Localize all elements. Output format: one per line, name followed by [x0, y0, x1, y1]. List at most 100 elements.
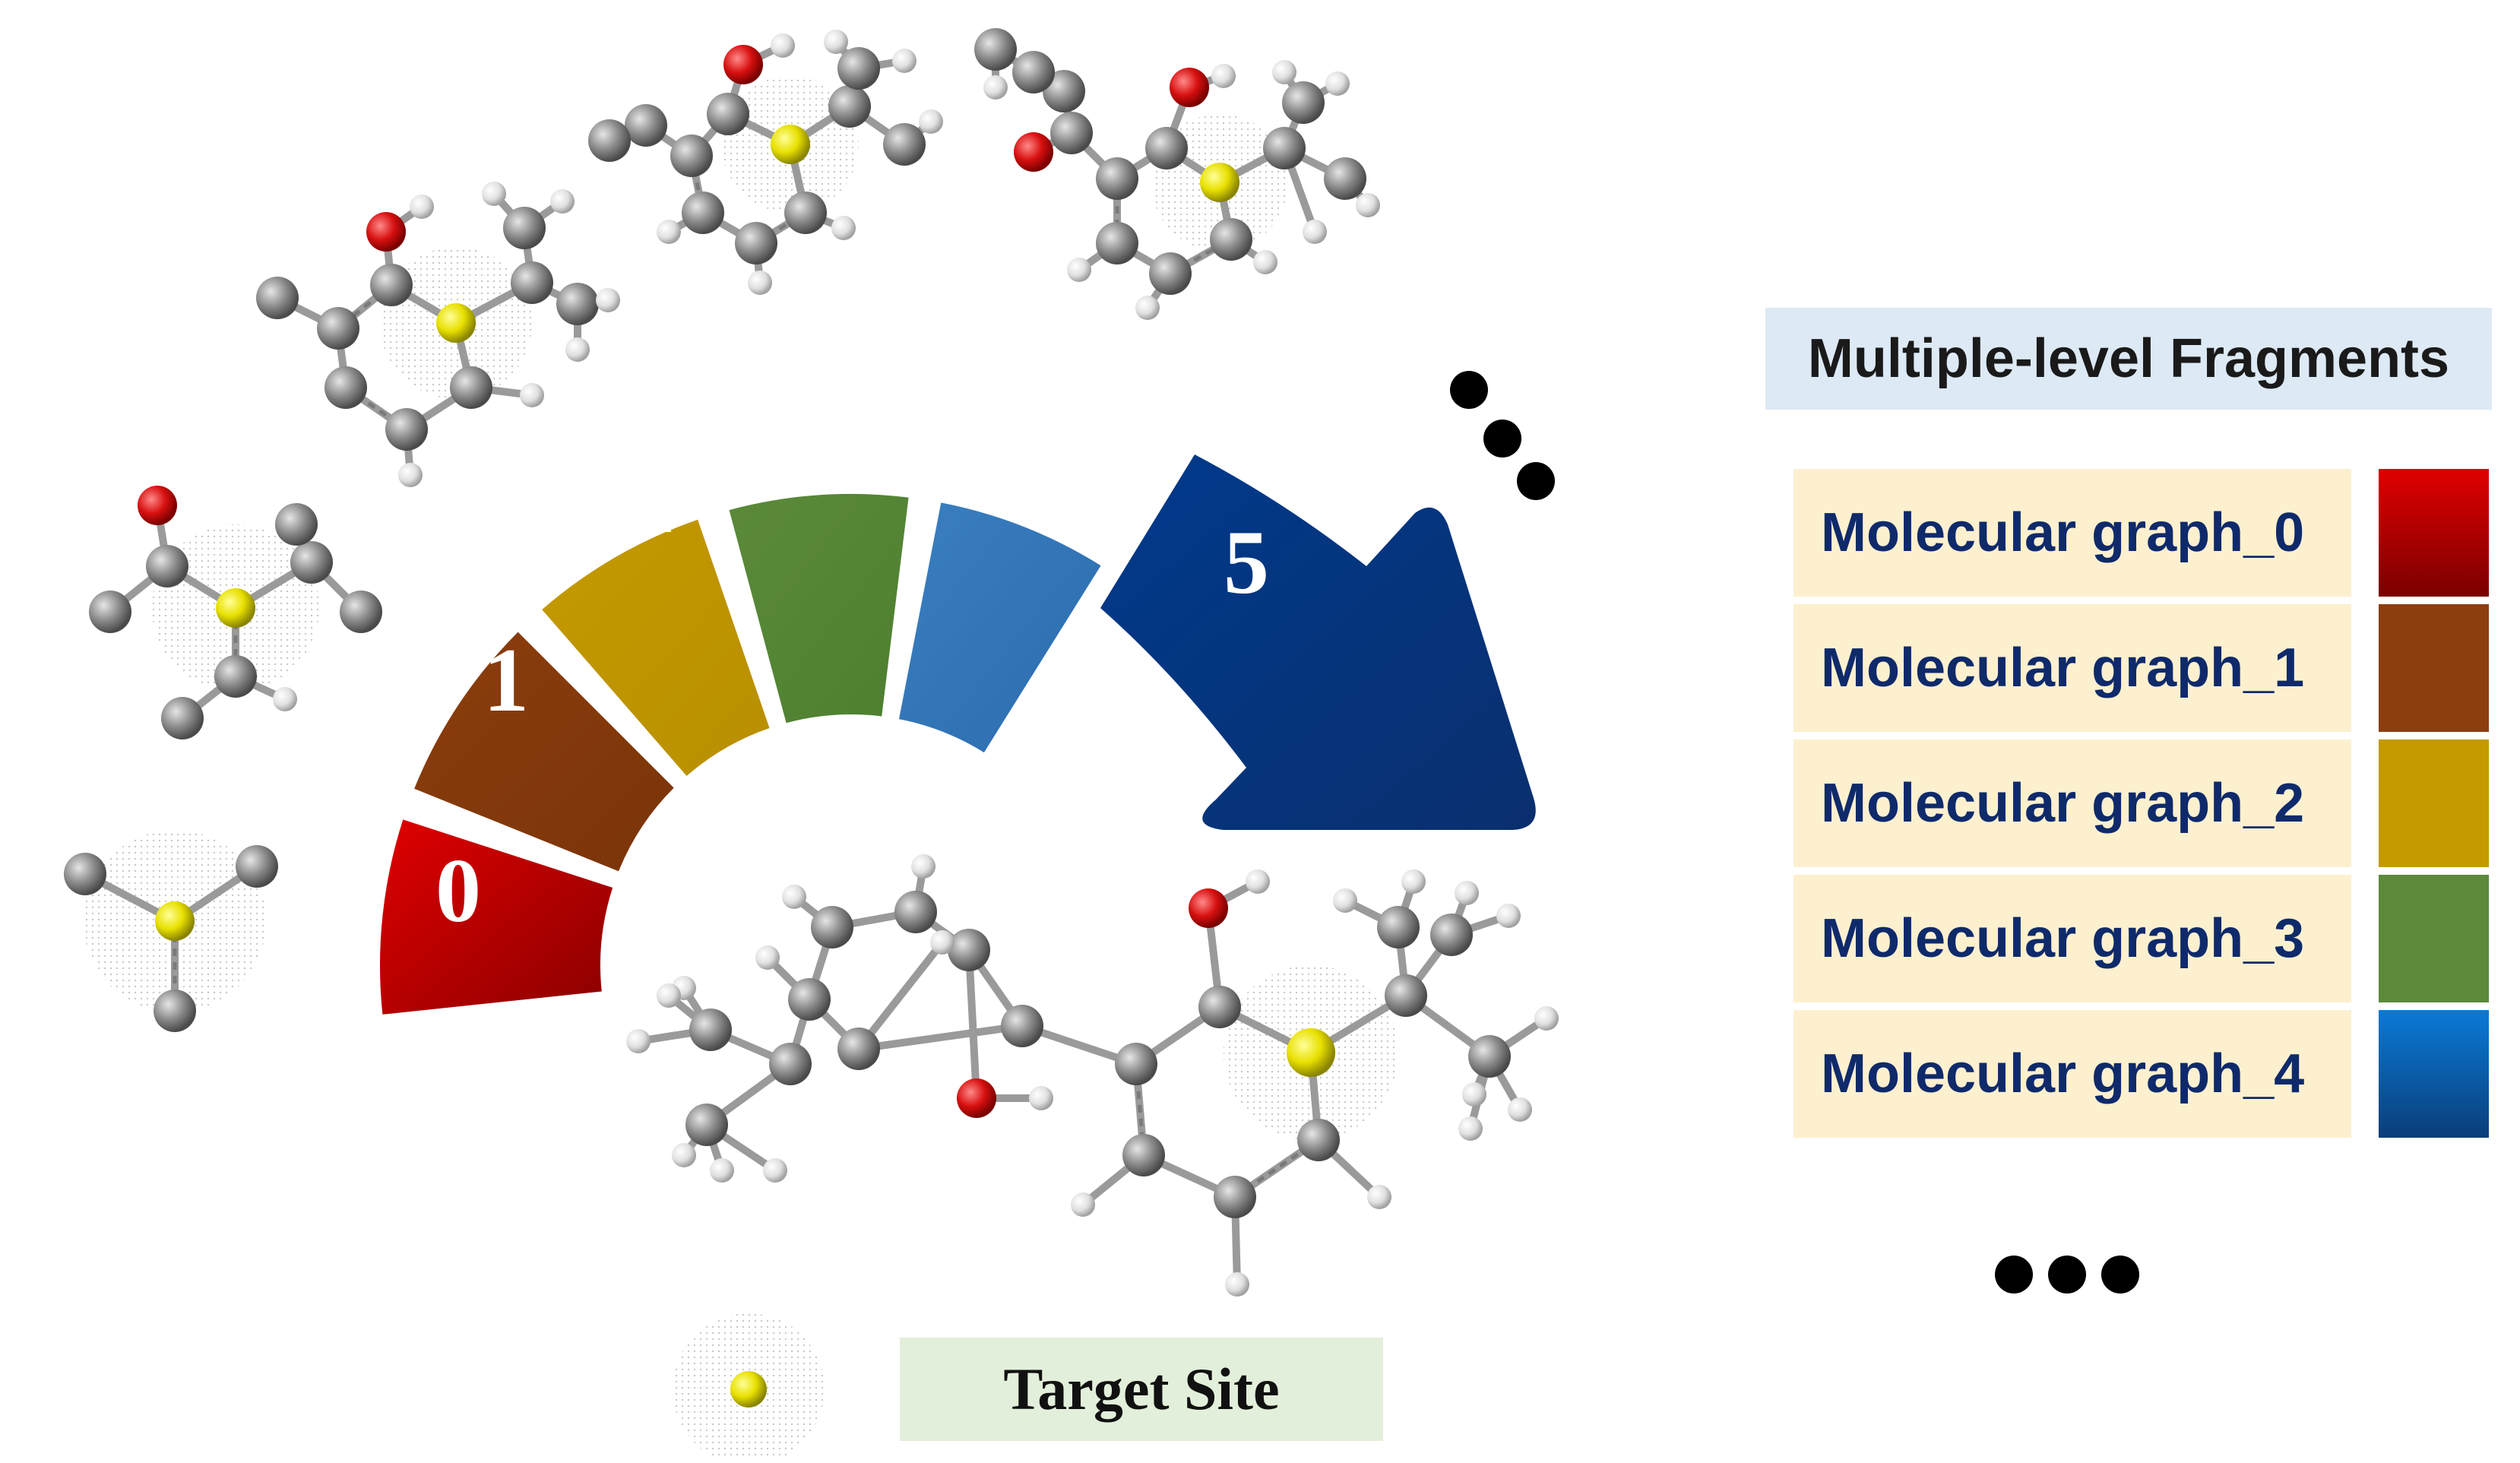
atom [1050, 112, 1093, 154]
atom [1122, 1134, 1165, 1176]
segment-label: 5 [1224, 511, 1269, 613]
target-site-atom [673, 1313, 825, 1463]
atom [511, 261, 553, 304]
atom [1115, 1043, 1157, 1085]
atom [146, 545, 188, 587]
atom [824, 30, 848, 54]
arc-segment [379, 819, 613, 1015]
atom [788, 978, 831, 1021]
atom [1211, 64, 1236, 88]
molecule-fragment-0 [64, 830, 278, 1032]
atom [385, 408, 428, 451]
atom [707, 93, 749, 135]
atom [1170, 68, 1209, 107]
atom [275, 503, 318, 546]
atom [1324, 157, 1366, 200]
ellipsis-dot [1450, 371, 1488, 409]
atom [1401, 869, 1426, 894]
target-site-label-box: Target Site [900, 1338, 1383, 1441]
atom [1043, 70, 1085, 112]
atom [503, 207, 546, 249]
legend-swatch [2379, 604, 2489, 732]
legend-item-label: Molecular graph_0 [1821, 502, 2305, 563]
atom [1001, 1005, 1043, 1047]
legend-swatch [2379, 1010, 2489, 1138]
atom [1377, 906, 1420, 948]
atom [1356, 193, 1380, 217]
ellipsis-dot [2101, 1256, 2139, 1294]
legend-item-label: Molecular graph_3 [1821, 908, 2305, 969]
legend-swatch [2379, 875, 2489, 1002]
ellipsis-dot [1483, 420, 1521, 458]
atom [1282, 81, 1325, 124]
arc-segment [542, 519, 770, 776]
atom [1455, 881, 1479, 905]
atom [138, 486, 177, 525]
legend-item: Molecular graph_3 [1793, 875, 2351, 1002]
atom [1225, 1272, 1249, 1297]
fragments-panel-title: Multiple-level Fragments [1765, 308, 2492, 410]
atom [1534, 1006, 1559, 1031]
atom [398, 463, 423, 487]
atom [550, 189, 575, 214]
atom [596, 288, 620, 312]
atom [366, 212, 406, 252]
atom [1071, 1192, 1095, 1217]
atom [710, 1158, 734, 1183]
atom [154, 990, 196, 1032]
atom [450, 366, 492, 409]
target-site-label: Target Site [1003, 1356, 1280, 1422]
atom [919, 109, 943, 134]
atom [1246, 869, 1270, 894]
atom [1272, 60, 1296, 84]
atom [1333, 888, 1357, 913]
molecule-fragment-2 [256, 182, 620, 487]
atom [556, 283, 599, 325]
atom [565, 337, 590, 362]
atom [1430, 914, 1473, 956]
atom [1468, 1035, 1511, 1078]
atom [828, 85, 871, 128]
atom [64, 853, 106, 895]
atom [1496, 904, 1521, 928]
atom [370, 264, 413, 306]
atom [626, 1029, 651, 1053]
atom [983, 75, 1008, 100]
atom [748, 271, 772, 295]
legend-item-label: Molecular graph_4 [1821, 1043, 2305, 1104]
atom [155, 901, 195, 941]
arc-segment [898, 502, 1101, 753]
atom [1508, 1097, 1532, 1122]
atom [811, 906, 853, 948]
atom [689, 1009, 732, 1051]
atom [894, 891, 937, 933]
atom [1263, 127, 1306, 169]
atom [161, 697, 204, 739]
atom [1012, 51, 1055, 93]
atom [1145, 127, 1188, 169]
atom [1367, 1185, 1391, 1209]
legend-item: Molecular graph_0 [1793, 469, 2351, 597]
atom [1149, 252, 1192, 295]
atom [1096, 157, 1138, 200]
atom [1287, 1028, 1335, 1077]
atom [216, 588, 255, 628]
atom [948, 929, 990, 971]
atom [782, 885, 806, 909]
atom [837, 1028, 880, 1070]
atom [831, 216, 856, 240]
atom [723, 45, 763, 84]
legend-item-label: Molecular graph_1 [1821, 638, 2305, 698]
atom [657, 983, 681, 1008]
segment-label: 2 [629, 451, 675, 552]
segment-label: 1 [483, 629, 529, 730]
segment-label: 0 [435, 840, 481, 941]
ellipsis-dot [1517, 462, 1555, 500]
atom [911, 854, 936, 879]
atom [1462, 1082, 1486, 1107]
atom [957, 1078, 996, 1118]
atom [324, 366, 367, 409]
atom [771, 125, 810, 164]
